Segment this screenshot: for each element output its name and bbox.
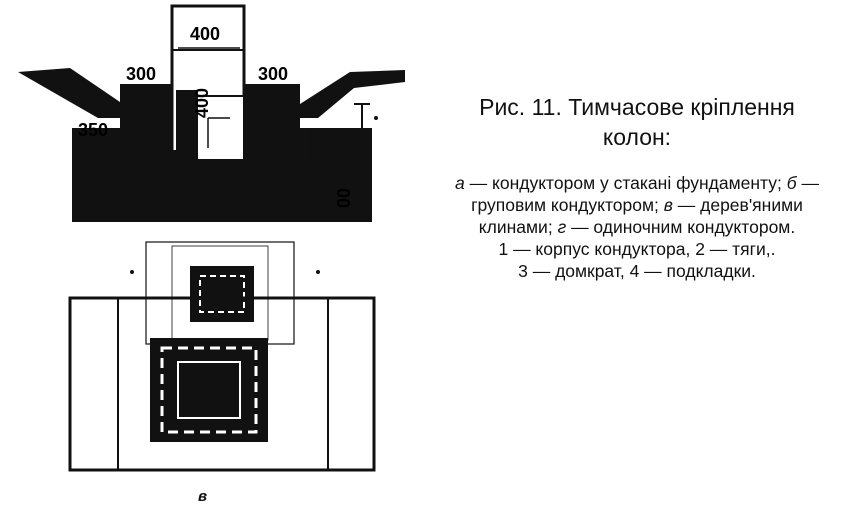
right-wedge — [300, 70, 405, 118]
panel-label: в — [198, 488, 208, 505]
caption-letter-b: б — [786, 173, 797, 193]
caption-letter-a: а — [455, 173, 465, 193]
caption-text-a: — кондуктором у стакані фундаменту; — [464, 173, 787, 193]
column-top-box — [171, 5, 245, 51]
dim-left-offset: 300 — [126, 64, 156, 84]
foundation-base — [72, 150, 372, 222]
caption-title: Рис. 11. Тимчасове кріплення колон: — [432, 92, 842, 152]
left-shoulder — [120, 84, 172, 98]
dim-left-depth: 350 — [78, 120, 108, 140]
dot-mark — [374, 116, 378, 120]
caption-text-b: — груповим кондуктором; — [471, 173, 819, 215]
socket-plan — [150, 338, 268, 442]
socket-inner — [177, 361, 241, 419]
caption-body: а — кондуктором у стакані фундаменту; б … — [432, 172, 842, 282]
left-block — [120, 98, 172, 158]
plan-view — [68, 241, 376, 472]
left-wedge — [18, 68, 120, 118]
dim-top-width: 400 — [190, 24, 220, 44]
right-ledge — [300, 128, 372, 154]
figure-drawing: 400 300 300 350 400 00 — [0, 0, 420, 528]
right-block — [244, 98, 300, 158]
caption-text-g: — одиночним кондуктором. — [566, 217, 796, 237]
dim-inner-height: 400 — [192, 88, 212, 118]
caption-legend-line2: 3 — домкрат, 4 — подкладки. — [518, 261, 756, 281]
caption-title-line1: Рис. 11. Тимчасове кріплення — [479, 94, 795, 120]
right-shoulder — [244, 84, 300, 98]
technical-drawing: 400 300 300 350 400 00 — [18, 4, 405, 472]
caption-title-line2: колон: — [602, 124, 672, 150]
dim-right-height: 00 — [334, 188, 354, 208]
upper-column-rebar — [199, 275, 245, 313]
inner-wedge — [176, 90, 198, 160]
left-ledge — [72, 128, 120, 154]
dim-right-offset: 300 — [258, 64, 288, 84]
caption-letter-v: в — [663, 195, 673, 215]
plan-dot-left — [130, 270, 134, 274]
figure-caption: Рис. 11. Тимчасове кріплення колон: а — … — [432, 92, 842, 282]
elevation-view: 400 300 300 350 400 00 — [18, 4, 405, 222]
caption-letter-g: г — [557, 217, 567, 237]
socket-rebar — [160, 346, 258, 434]
socket-cavity — [195, 95, 245, 161]
caption-text-v: — дерев'яними клинами; — [478, 195, 803, 237]
caption-legend-line1: 1 — корпус кондуктора, 2 — тяги,. — [498, 239, 776, 259]
plan-dot-right — [316, 270, 320, 274]
